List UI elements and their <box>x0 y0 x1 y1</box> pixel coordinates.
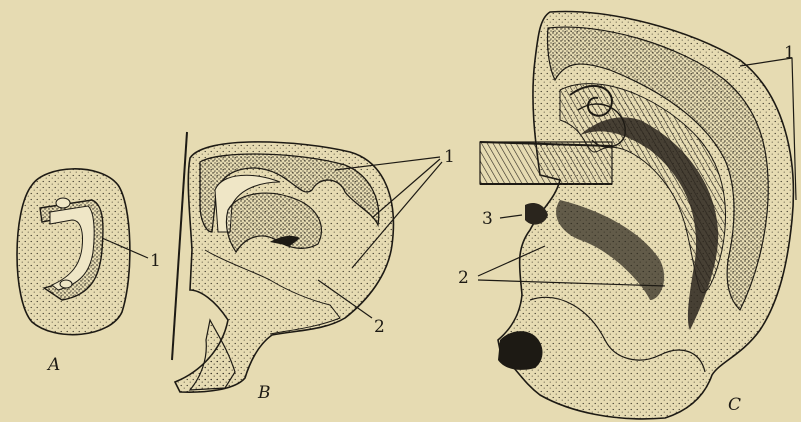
panel-b-label-1: 1 <box>444 147 455 167</box>
panel-c-dark-blob <box>498 331 543 370</box>
panel-b-midline <box>172 132 187 360</box>
panel-c-label-3: 3 <box>482 209 493 229</box>
panel-a-white-spot <box>56 198 70 208</box>
panel-b-label-2: 2 <box>374 317 385 337</box>
panel-c-leader-3 <box>500 215 522 218</box>
panel-c-drawing: 1 2 3 C <box>458 12 796 419</box>
panel-a-letter: A <box>46 355 60 375</box>
panel-a-white-spot <box>60 280 72 288</box>
panel-c-nerve-bundle <box>480 142 612 184</box>
panel-a-outline <box>17 169 130 335</box>
panel-c-letter: C <box>728 395 741 415</box>
panel-a-drawing: 1 A <box>17 169 161 375</box>
panel-b-letter: B <box>257 383 271 403</box>
panel-a-label-1: 1 <box>150 251 161 271</box>
panel-b-drawing: 1 2 B <box>172 132 455 403</box>
panel-c-label-2: 2 <box>458 268 469 288</box>
panel-c-label-1: 1 <box>784 43 795 63</box>
